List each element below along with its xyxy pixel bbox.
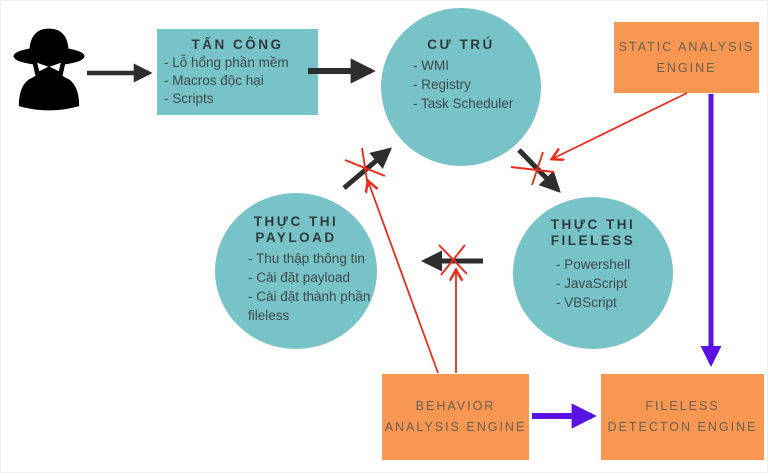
static-analysis-engine: STATIC ANALYSIS ENGINE (614, 22, 759, 93)
node-attack-title: TẤN CÔNG (191, 37, 284, 52)
node-residence-list: - WMI - Registry - Task Scheduler (413, 56, 541, 113)
list-item: - Cài đặt payload (248, 270, 351, 285)
node-residence-title: CƯ TRÚ (427, 37, 495, 52)
red-arrow-static-engine-block (552, 92, 688, 159)
list-item: - Macros độc hại (164, 73, 264, 88)
red-arrow-behavior-engine-block-1 (368, 181, 439, 374)
list-item: - Powershell (556, 257, 631, 272)
node-attack: TẤN CÔNG - Lỗ hổng phần mềm - Macros độc… (157, 29, 318, 115)
list-item: - Lỗ hổng phần mềm (164, 55, 289, 70)
list-item: - Task Scheduler (413, 96, 514, 111)
node-payload-title: THỰC THI PAYLOAD (253, 214, 339, 245)
list-item: - VBScript (556, 295, 617, 310)
list-item: - Thu thập thông tin (248, 251, 365, 266)
blocked-x-icon (510, 151, 555, 186)
list-item: - Registry (413, 77, 471, 92)
node-payload-execution: THỰC THI PAYLOAD - Thu thập thông tin - … (215, 193, 377, 349)
blocked-x-icon (438, 244, 468, 276)
list-item: - JavaScript (556, 276, 628, 291)
node-fileless-execution: THỰC THI FILELESS - Powershell - JavaScr… (513, 197, 673, 349)
node-attack-list: - Lỗ hổng phần mềm - Macros độc hại - Sc… (164, 54, 318, 108)
spy-icon (13, 28, 85, 111)
behavior-analysis-engine: BEHAVIOR ANALYSIS ENGINE (382, 374, 529, 460)
list-item: - WMI (413, 58, 449, 73)
list-item: - Scripts (164, 91, 214, 106)
node-fileless-title: THỰC THI FILELESS (550, 217, 636, 248)
fileless-detection-engine: FILELESS DETECTON ENGINE (601, 374, 764, 460)
arrow-residence-to-fileless (517, 148, 561, 193)
node-fileless-list: - Powershell - JavaScript - VBScript (556, 255, 673, 312)
node-payload-list: - Thu thập thông tin - Cài đặt payload -… (248, 249, 377, 325)
node-residence: CƯ TRÚ - WMI - Registry - Task Scheduler (381, 8, 541, 166)
arrow-payload-to-residence (342, 147, 393, 190)
blocked-x-icon (344, 147, 386, 188)
list-item: fileless (248, 308, 290, 323)
list-item: - Cài đặt thành phần (248, 289, 371, 304)
